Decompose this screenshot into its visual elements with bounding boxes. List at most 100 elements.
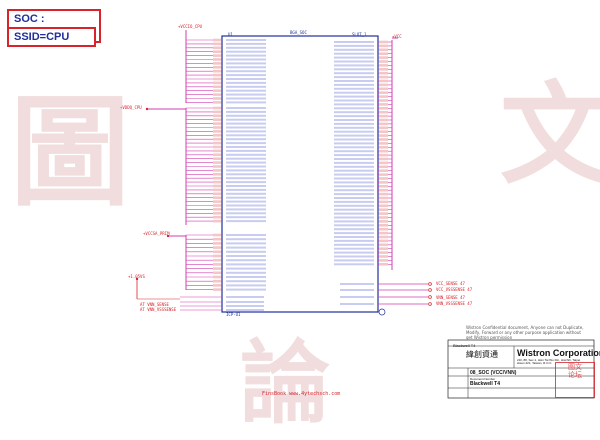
vcc-pin-name: [334, 76, 374, 79]
vcc-pin-num: [379, 107, 388, 110]
sense-right-port: [428, 288, 432, 292]
vccio-group-pin-name: [226, 93, 266, 96]
vcc-pin-num: [379, 243, 388, 247]
vcc-pin-name: [334, 228, 374, 231]
vcc-pin-num: [379, 251, 388, 254]
vddq-group-pin-name: [226, 134, 266, 137]
vccsa-group-pin-name: [226, 234, 266, 236]
sense-right-port: [428, 302, 432, 306]
vddq-group-pin-num: [213, 196, 221, 199]
vddq-group-pin-name: [226, 107, 266, 109]
vddq-group-pin-num: [213, 134, 221, 137]
vcc-pin-name: [334, 60, 374, 63]
vcc-pin-num: [379, 130, 388, 133]
vccsa-group-pin-num: [213, 242, 221, 245]
vcc-pin-name: [334, 99, 374, 102]
vccsa-group-pin-name: [226, 284, 266, 287]
vcc-pin-num: [379, 40, 388, 44]
vccio-group-pin-name: [226, 46, 266, 49]
vccio-group-pin-num: [213, 46, 221, 50]
vccio-group-pin-num: [213, 73, 221, 77]
vddq-group-pin-num: [213, 204, 221, 207]
vddq-group-pin-name: [226, 169, 266, 172]
vcc-pin-num: [379, 52, 388, 55]
vccio-group-pin-num: [213, 42, 221, 46]
watermark-mid: 論: [240, 330, 330, 436]
vddq-group-pin-name: [226, 192, 266, 195]
vddq-group-pin-name: [226, 181, 266, 184]
vccsa-group-pin-num: [213, 250, 221, 254]
vccio-group-pin-name: [226, 66, 266, 69]
vcc-pin-name: [334, 130, 374, 133]
schematic-canvas: [135, 30, 595, 399]
vcc-pin-name: [334, 95, 374, 98]
vccio-group-pin-num: [213, 101, 221, 104]
sense-right-pin-name: [340, 289, 374, 291]
vcc-pin-name: [334, 224, 374, 227]
vddq-group-pin-num: [213, 126, 221, 129]
vcc-pin-num: [379, 75, 388, 79]
vcc-pin-name: [334, 243, 374, 246]
vcc-pin-num: [379, 192, 388, 196]
vddq-group-pin-num: [213, 141, 221, 145]
vccio-group-pin-num: [213, 38, 221, 42]
sense-right-4: VNN_VSSSENSE 47: [436, 301, 473, 306]
vccio-group-pin-name: [226, 81, 266, 84]
vccio-group-pin-name: [226, 58, 266, 61]
vcc-pin-num: [379, 64, 388, 67]
vcc-pin-num: [379, 110, 388, 114]
vddq-group-pin-num: [213, 212, 221, 215]
vcc-pin-num: [379, 173, 388, 176]
vccio-group-pin-num: [213, 66, 221, 69]
vcc-pin-name: [334, 103, 374, 106]
vccsa-group-pin-num: [213, 271, 221, 275]
vcc-pin-name: [334, 259, 374, 262]
vccio-group-pin-num: [213, 97, 221, 100]
company-name: Wistron Corporation: [517, 348, 600, 358]
ssid-tag: SSID=CPU: [7, 27, 96, 47]
sense-left-pin-name: [226, 301, 264, 303]
vddq-group-pin-name: [226, 114, 266, 117]
vddq-group-pin-num: [213, 110, 221, 114]
vcc-pin-num: [379, 149, 388, 153]
vccsa-group-pin-name: [226, 250, 266, 253]
vccio-group-pin-name: [226, 89, 266, 92]
vcc-pin-name: [334, 232, 374, 235]
vcc-pin-name: [334, 72, 374, 75]
vddq-group-pin-num: [213, 215, 221, 219]
vcc-pin-name: [334, 251, 374, 254]
vcc-pin-name: [334, 115, 374, 118]
vcc-pin-name: [334, 154, 374, 157]
vddq-group-pin-num: [213, 192, 221, 196]
vccsa-group-pin-name: [226, 271, 266, 274]
ic-sub-left: ICP-U1: [226, 312, 241, 317]
vcc-pin-name: [334, 64, 374, 67]
ic-part: BGA_SOC: [290, 30, 307, 35]
vcc-pin-name: [334, 165, 374, 168]
watermark-url: FinsBook www.4ytechsch.com: [262, 391, 341, 397]
vccsa-group-pin-num: [213, 279, 221, 283]
project-name: Blackwell T4: [470, 381, 501, 387]
vcc-pin-name: [334, 208, 374, 211]
vcc-pin-num: [379, 212, 388, 215]
sense-right-1: VCC_SENSE 47: [436, 281, 465, 286]
vcc-pin-name: [334, 80, 374, 82]
vcc-pin-num: [379, 146, 388, 149]
vcc-pin-num: [379, 196, 388, 200]
vddq-group-pin-name: [226, 149, 266, 152]
vcc-pin-num: [379, 91, 388, 94]
vddq-group-pin-name: [226, 196, 266, 199]
vcc-pin-name: [334, 91, 374, 94]
vcc-pin-num: [379, 44, 388, 48]
vccio-group-pin-num: [213, 58, 221, 61]
sense-right-pin-name: [340, 296, 374, 298]
v1p05-node: [135, 277, 139, 281]
vcc-pin-name: [334, 197, 374, 199]
vcc-pin-name: [334, 138, 374, 141]
sense-right-port: [428, 282, 432, 286]
vddq-group-pin-num: [213, 219, 221, 223]
vcc-pin-name: [334, 239, 374, 242]
sense-left-pin-name: [226, 296, 264, 298]
vccio-group-pin-name: [226, 54, 266, 57]
vcc-pin-num: [379, 255, 388, 258]
